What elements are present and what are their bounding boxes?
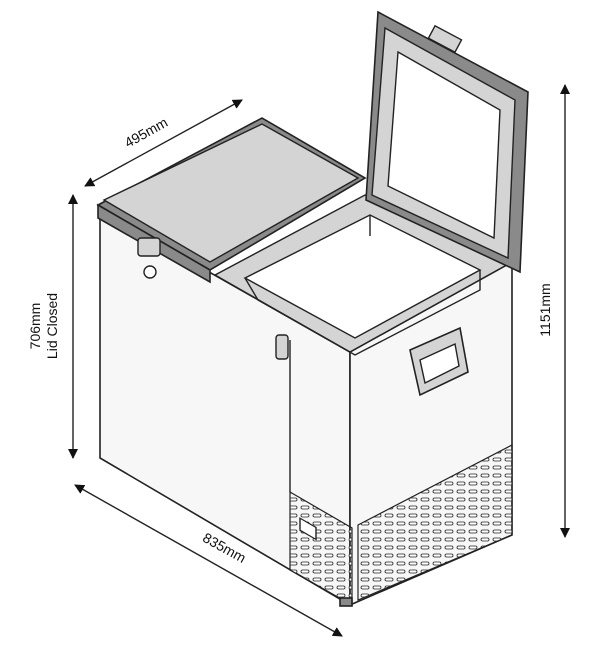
latch-right — [275, 334, 289, 360]
vent-grille-side — [357, 444, 513, 601]
depth-label: 495mm — [122, 114, 171, 151]
height-open-label: 1151mm — [537, 283, 553, 336]
open-lid-seal — [387, 50, 501, 240]
dimension-arrow-width — [74, 484, 343, 637]
latch-hook-left — [143, 265, 157, 279]
height-closed-label: 706mm — [27, 303, 43, 350]
foot — [339, 597, 353, 607]
latch-left — [137, 237, 161, 257]
lid-latch — [427, 24, 463, 54]
lid-closed-note: Lid Closed — [44, 293, 60, 359]
interior-wall — [244, 270, 481, 356]
dimension-arrow-depth — [84, 99, 243, 187]
handle-grip — [419, 342, 460, 385]
